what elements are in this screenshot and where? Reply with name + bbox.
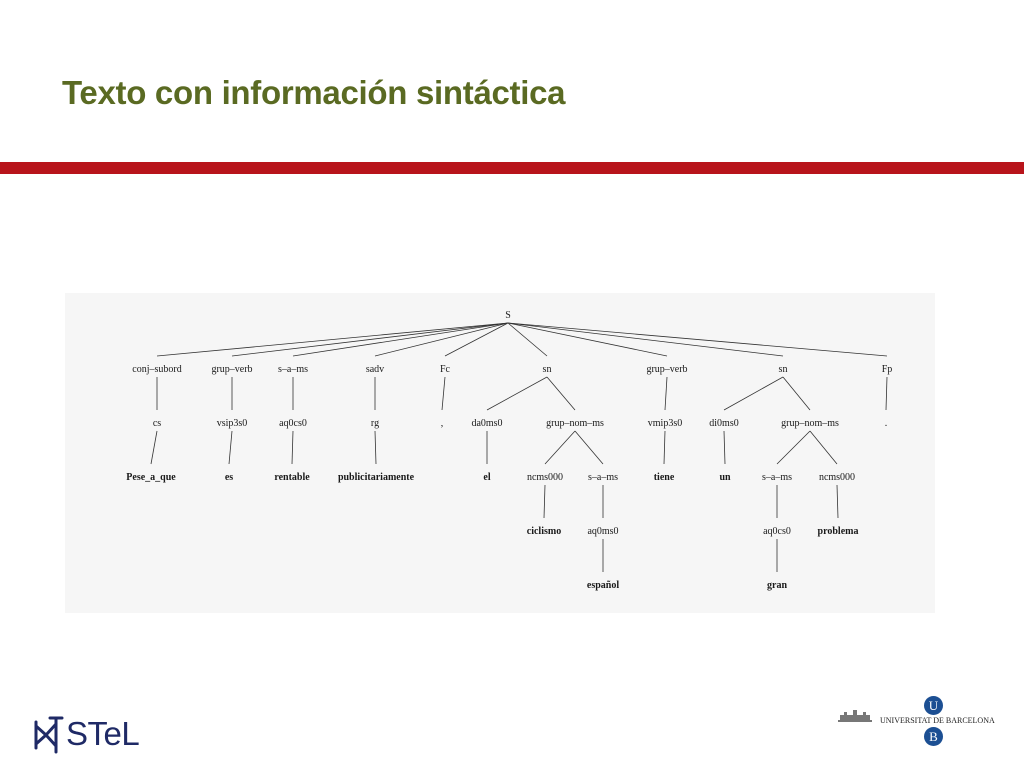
tree-word-w1: Pese_a_que — [126, 472, 176, 483]
tree-node-t5: , — [441, 418, 444, 429]
tree-edge-n6-t6 — [486, 376, 548, 411]
tree-node-n4: sadv — [366, 364, 384, 375]
tree-edge-t7-a2 — [574, 430, 604, 465]
tree-word-w4: publicitariamente — [338, 472, 415, 483]
tree-node-t2: vsip3s0 — [217, 418, 248, 429]
tree-edge-t1-w1 — [150, 430, 158, 465]
tree-node-t6: da0ms0 — [471, 418, 502, 429]
tree-node-n5: Fc — [440, 364, 451, 375]
tree-node-n1: conj–subord — [132, 364, 181, 375]
tree-edge-t3-w3 — [291, 430, 294, 465]
tree-edge-S-n1 — [156, 322, 509, 357]
tree-node-n8: sn — [779, 364, 788, 375]
tree-edge-S-n3 — [292, 322, 509, 357]
tree-node-t9: di0ms0 — [709, 418, 738, 429]
tree-edge-t10-b2 — [809, 430, 838, 465]
tree-edge-S-n4 — [374, 322, 509, 357]
tree-edge-n8-t9 — [723, 376, 784, 411]
tree-word-w6: el — [483, 472, 490, 483]
tree-word-d2: problema — [818, 526, 859, 537]
tree-node-n9: Fp — [882, 364, 893, 375]
tree-edge-S-n9 — [507, 322, 888, 357]
tree-edge-b2-d2 — [836, 484, 839, 519]
tree-word-e2: gran — [767, 580, 787, 591]
tree-edge-S-n5 — [444, 322, 509, 357]
tree-node-t8: vmip3s0 — [648, 418, 682, 429]
tree-node-c2: aq0ms0 — [587, 526, 618, 537]
tree-word-c1: ciclismo — [527, 526, 561, 537]
tree-node-n3: s–a–ms — [278, 364, 308, 375]
tree-node-b1: s–a–ms — [762, 472, 792, 483]
tree-node-d1: aq0cs0 — [763, 526, 791, 537]
tree-word-w9: un — [719, 472, 731, 483]
tree-node-b2: ncms000 — [819, 472, 855, 483]
ub-emblem-b: B — [924, 727, 943, 746]
tree-node-S: S — [505, 310, 511, 321]
tree-node-t7: grup–nom–ms — [546, 418, 604, 429]
ub-name: UNIVERSITAT DE BARCELONA — [880, 716, 995, 725]
stel-logo-mark-icon — [34, 716, 64, 754]
tree-edge-n7-t8 — [664, 376, 668, 411]
tree-edge-S-n7 — [507, 322, 668, 357]
tree-word-e1: español — [587, 580, 619, 591]
tree-node-t1: cs — [153, 418, 161, 429]
tree-edge-n8-t10 — [782, 376, 811, 411]
tree-edge-S-n8 — [507, 322, 784, 357]
tree-node-a1: ncms000 — [527, 472, 563, 483]
tree-word-w3: rentable — [274, 472, 310, 483]
stel-logo-text: STeL — [66, 715, 140, 752]
tree-edge-t4-w4 — [374, 430, 377, 465]
tree-node-n2: grup–verb — [211, 364, 252, 375]
tree-node-n7: grup–verb — [646, 364, 687, 375]
tree-edge-n9-t11 — [885, 376, 888, 411]
tree-edge-t8-w8 — [663, 430, 666, 465]
tree-edge-a1-c1 — [543, 484, 546, 519]
ub-building-icon — [838, 710, 872, 722]
tree-edge-n6-t7 — [546, 376, 576, 411]
tree-edge-t10-b1 — [776, 430, 811, 465]
tree-edge-S-n2 — [231, 322, 509, 357]
tree-edge-t9-w9 — [723, 430, 726, 465]
ub-emblem-u: U — [924, 696, 943, 715]
tree-node-t11: . — [885, 418, 888, 429]
tree-node-t4: rg — [371, 418, 379, 429]
tree-edge-t7-a1 — [544, 430, 576, 465]
slide-title: Texto con información sintáctica — [62, 74, 566, 111]
title-divider — [0, 162, 1024, 174]
tree-node-a2: s–a–ms — [588, 472, 618, 483]
tree-edge-n5-t5 — [441, 376, 446, 411]
tree-node-n6: sn — [543, 364, 552, 375]
tree-edge-S-n6 — [507, 322, 548, 357]
tree-edge-t2-w2 — [228, 430, 233, 465]
tree-word-w2: es — [225, 472, 233, 483]
tree-word-w8: tiene — [654, 472, 675, 483]
tree-node-t10: grup–nom–ms — [781, 418, 839, 429]
tree-node-t3: aq0cs0 — [279, 418, 307, 429]
